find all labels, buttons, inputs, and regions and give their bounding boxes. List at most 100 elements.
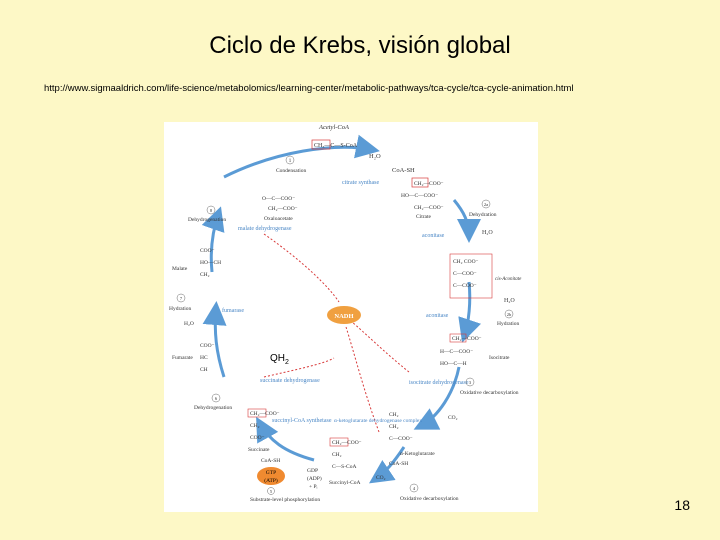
cis-aconitate-box [449,253,493,299]
co2-4: CO₂ [376,475,386,481]
h2o-top: H₂O [369,153,381,160]
akg-formula-3: C—COO⁻ [389,436,413,442]
nadh-lines [263,233,410,433]
enzyme-aconitase-2: aconitase [426,313,449,319]
fumarate-formula-2: HC [200,355,208,361]
citrate-box [411,177,429,188]
acetyl-formula: CH₃—C—S-CoA [314,143,358,149]
step-2b-name: Hydration [497,321,520,327]
step-2a-circle [481,199,491,209]
succinyl-label: Succinyl-CoA [329,480,360,486]
step-6-name: Dehydrogenation [194,405,232,411]
enzyme-malate-dh: malate dehydrogenase [238,226,292,232]
gtp-label: GTP [266,470,276,476]
cis-aconitate-formula-3: C—COO⁻ [453,283,477,289]
slide-title: Ciclo de Krebs, visión global [209,32,511,59]
step-5-name: Substrate-level phosphorylation [250,497,320,503]
h2o-2b: H₂O [504,298,515,304]
coash-top: CoA-SH [392,167,415,174]
nadh-node [327,306,361,324]
qh2-line [263,357,335,378]
step-4-circle [409,483,419,493]
succinate-formula-2: CH₂ [250,423,260,429]
step-7-num: 7 [180,296,183,301]
step-4-name: Oxidative decarboxylation [400,496,459,502]
step-7-circle [176,293,186,303]
akg-label: α-Ketoglutarate [400,451,435,457]
isocitrate-box [449,333,467,343]
h2o-7: H₂O [184,321,194,327]
enzyme-citrate-synthase: citrate synthase [342,180,379,186]
enzyme-fumarase: fumarase [222,307,244,314]
qh2-label: QH2 [270,353,289,366]
nadh-label: NADH [334,313,353,320]
citrate-formula-3: CH₂—COO⁻ [414,205,444,211]
isocitrate-label: Isocitrate [489,355,510,361]
arrow-oxidative-decarboxylation-1 [413,366,461,430]
fumarate-label: Fumarate [172,355,193,361]
oxaloacetate-formula-2: CH₂—COO⁻ [268,206,298,212]
succinate-label: Succinate [248,447,270,453]
succinyl-formula-2: CH₂ [332,452,342,458]
cis-aconitate-label: cis-Aconitate [495,277,522,282]
malate-formula-2: HO—CH [200,260,221,266]
step-1-circle [285,155,295,165]
cis-aconitate-formula-2: C—COO⁻ [453,271,477,277]
arrow-substrate-phosphorylation [256,416,315,462]
arrow-condensation [223,134,380,179]
step-6-circle [211,393,221,403]
step-3-circle [465,377,475,387]
step-8-num: 8 [210,208,213,213]
enzyme-succinyl-coa-synthetase: succinyl-CoA synthetase [272,418,332,424]
krebs-cycle-diagram: NADH Acetyl-CoA CH₃—C—S-CoA H₂O CoA-SH 1… [169,124,522,503]
step-3-num: 3 [469,380,472,385]
step-2a-num: 2a [484,202,488,207]
akg-formula-2: CH₂ [389,424,399,430]
isocitrate-formula-1: CH₂—COO⁻ [452,336,482,342]
step-5-circle [267,487,275,495]
malate-formula-1: COO⁻ [200,248,215,254]
arrow-malate-dh [201,206,225,273]
step-8-circle [206,205,216,215]
malate-label: Malate [172,266,188,272]
fumarate-formula-1: COO⁻ [200,343,215,349]
cycle-arrows [201,134,482,484]
arrow-dehydration [452,199,481,243]
oxaloacetate-formula-1: O—C—COO⁻ [262,196,295,202]
isocitrate-formula-3: HO—C—H [440,361,467,367]
atp-label: (ATP) [264,477,278,484]
page-number: 18 [674,497,690,513]
citrate-formula-1: CH₂—COO⁻ [414,181,444,187]
step-7-name: Hydration [169,306,192,312]
step-2b-circle [504,309,514,319]
enzyme-succinate-dh: succinate dehydrogenase [260,378,320,384]
enzyme-aconitase-1: aconitase [422,233,445,239]
akg-formula-1: CH₂ [389,412,399,418]
gtp-node [257,467,285,485]
step-1-name: Condensation [276,168,306,174]
succinate-formula-3: COO⁻ [250,435,265,441]
nadh-line-malate [263,233,340,303]
succinate-box [247,408,267,418]
cis-aconitate-formula-1: CH₂ COO⁻ [453,259,479,265]
fumarate-formula-3: CH [200,367,208,373]
arrow-fumarase [202,301,227,378]
co2-3: CO₂ [448,415,458,421]
enzyme-isocitrate-dh: isocitrate dehydrogenase [409,380,469,386]
krebs-cycle-figure: NADH Acetyl-CoA CH₃—C—S-CoA H₂O CoA-SH 1… [164,122,538,512]
arrow-oxidative-decarboxylation-2 [369,446,406,484]
adp-label: (ADP) [307,475,322,482]
coash-5: CoA-SH [261,458,280,464]
source-url[interactable]: http://www.sigmaaldrich.com/life-science… [44,83,574,94]
step-1-num: 1 [289,159,292,164]
nadh-line-isocitrate [351,321,410,373]
enzyme-akg-dh: α-ketoglutarate dehydrogenase complex [334,418,422,424]
step-6-num: 6 [215,396,218,401]
succinyl-box [329,437,349,447]
step-4-num: 4 [413,486,416,491]
step-2a-name: Dehydration [469,212,497,218]
nadh-line-akg [345,326,380,433]
oxaloacetate-label: Oxaloacetate [264,216,293,222]
succinate-formula-1: CH₂—COO⁻ [250,411,280,417]
gdp-label: GDP [307,468,318,474]
